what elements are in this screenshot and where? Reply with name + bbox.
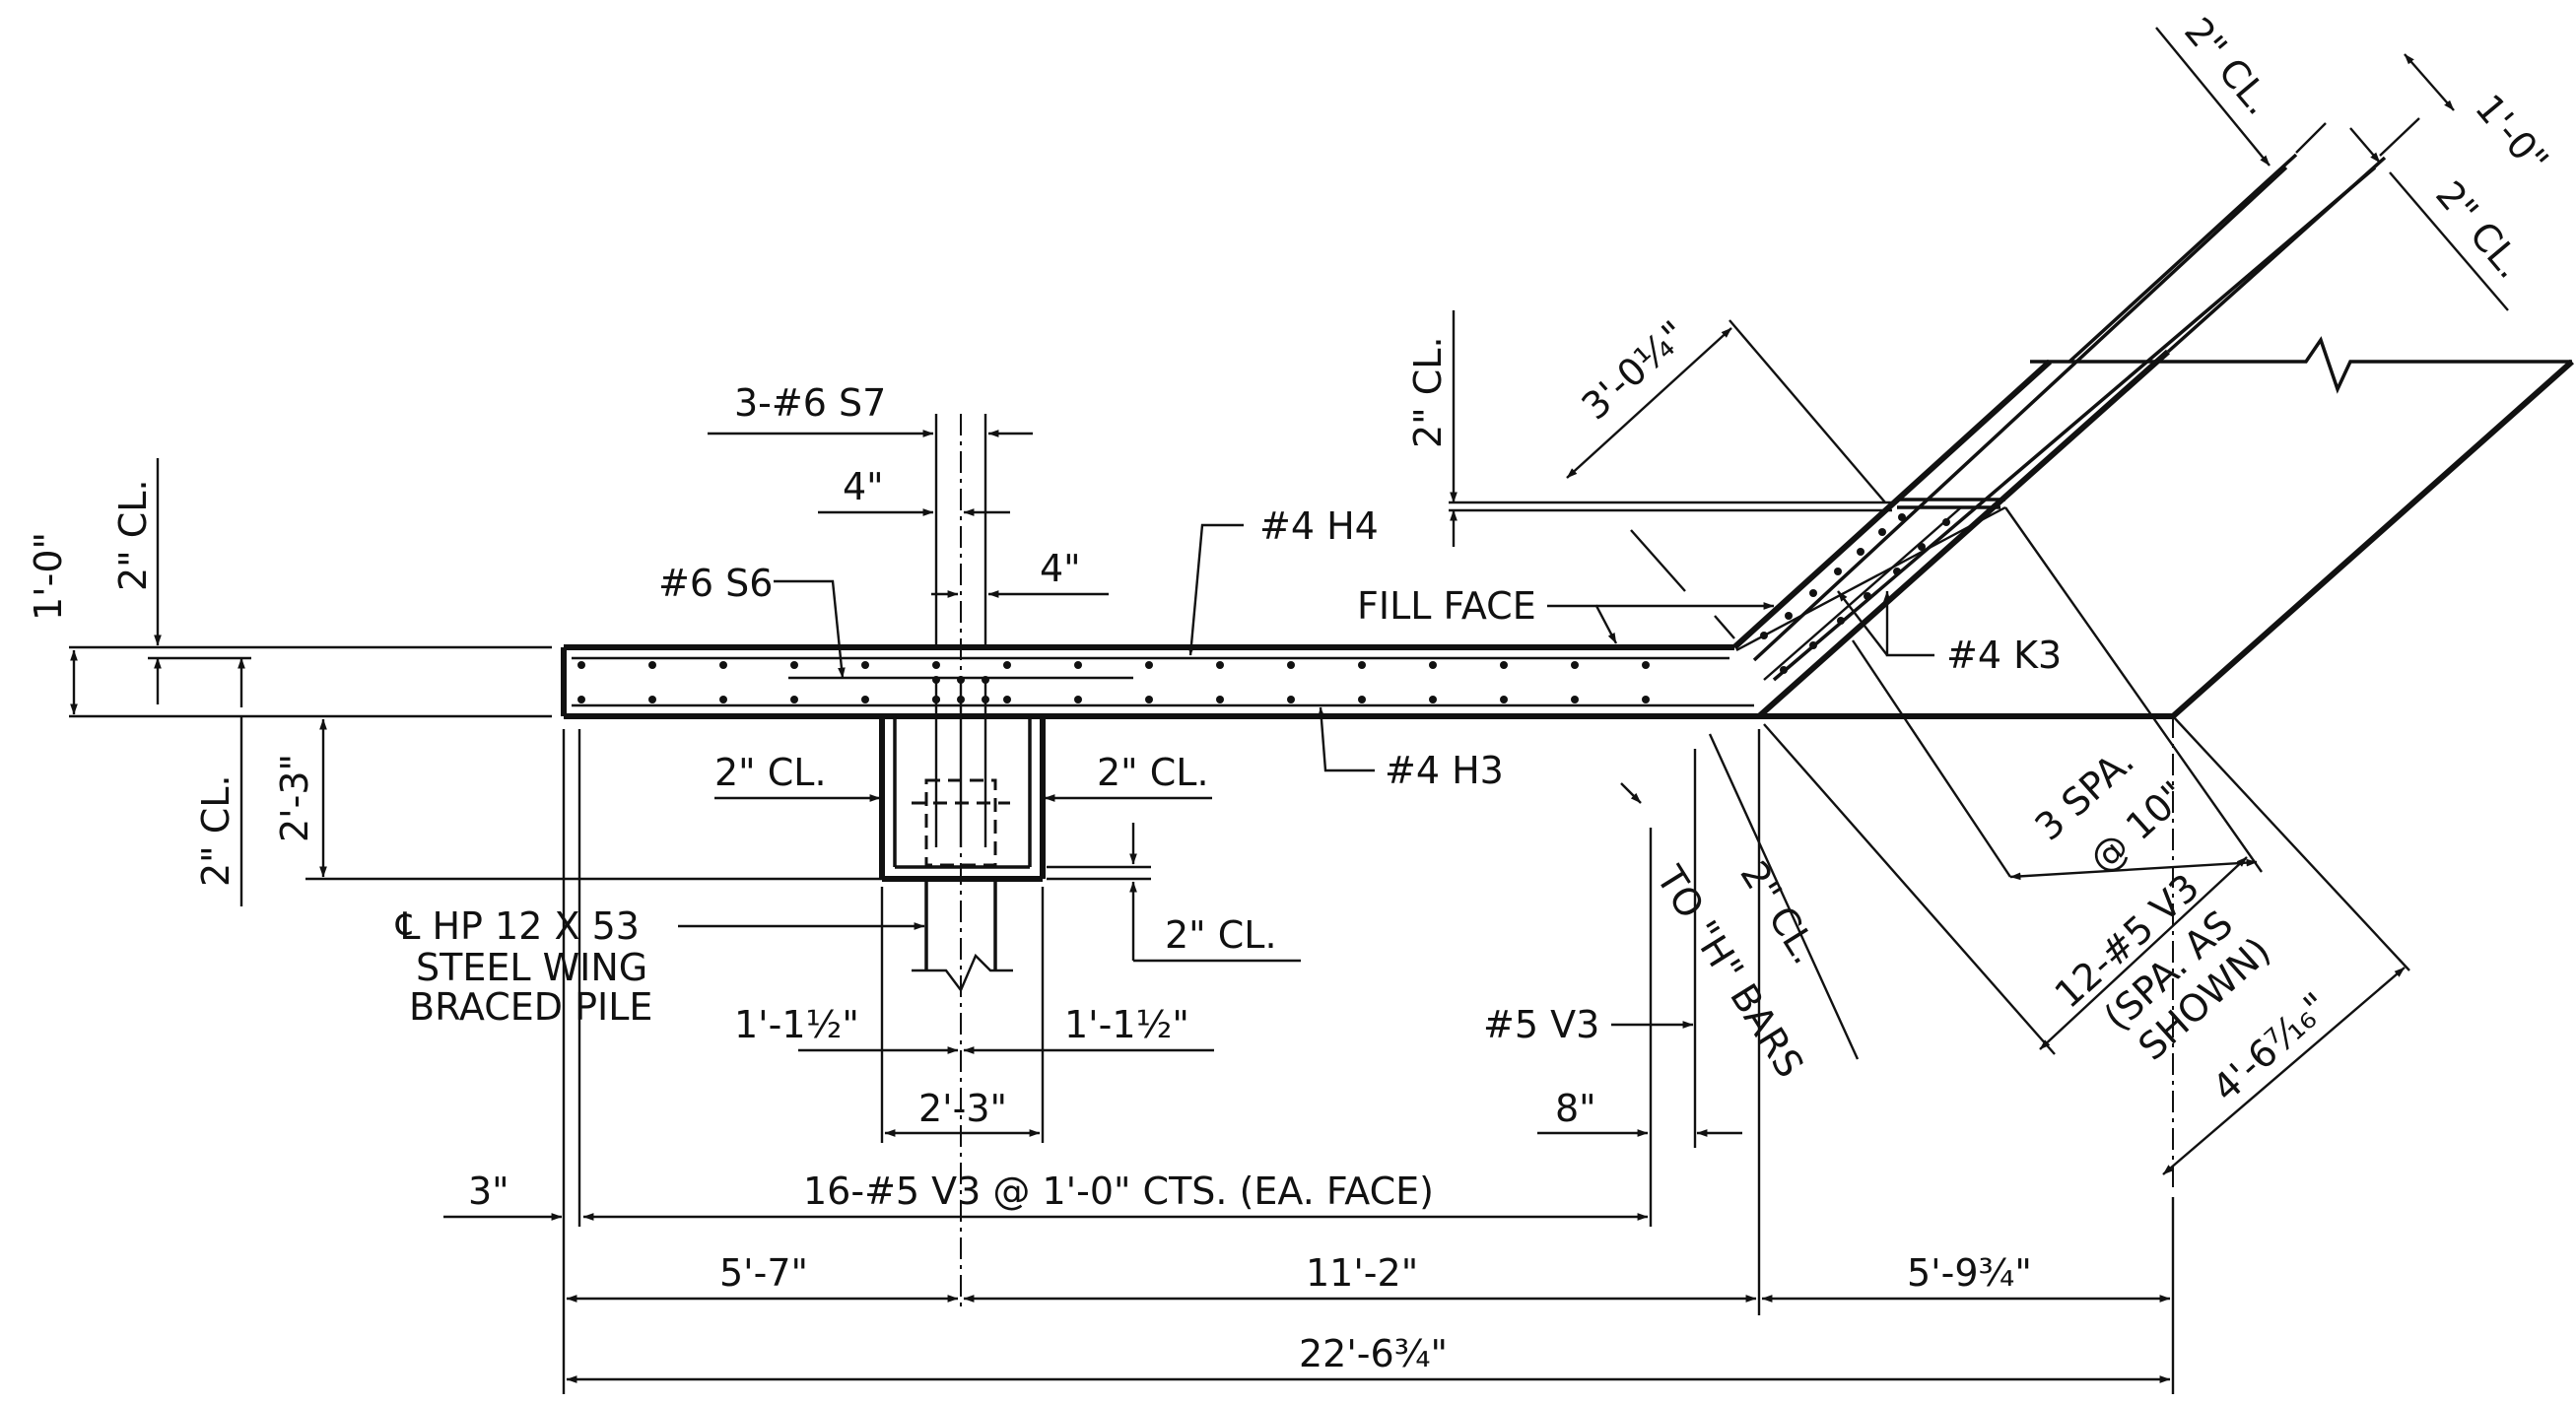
rebar-dot [932, 661, 940, 669]
rebar-dot [1358, 661, 1366, 669]
pile-label-line3: BRACED PILE [409, 985, 652, 1029]
rebar-dot [719, 696, 727, 703]
rebar-dot [1878, 528, 1886, 536]
bar-label-6-s6: #6 S6 [658, 562, 773, 605]
rebar-dot [982, 696, 989, 703]
rebar-dot [1809, 589, 1817, 597]
dim-2-3-horizontal: 2'-3" [918, 1087, 1007, 1130]
rebar-dot [1074, 696, 1082, 703]
dim-1-0-left: 1'-0" [27, 532, 70, 621]
rebar-dot [1642, 696, 1650, 703]
rebar-dot [1864, 592, 1871, 600]
rebar-dot [1785, 612, 1793, 620]
dim-11-2: 11'-2" [1306, 1251, 1418, 1295]
rebar-dot [577, 661, 585, 669]
dim-3: 3" [468, 1170, 509, 1213]
fill-face-label: FILL FACE [1357, 584, 1536, 628]
rebar-dot [1809, 641, 1817, 649]
cl-2-upper-right-vertical: 2" CL. [1406, 336, 1450, 448]
rebar-dot [1358, 696, 1366, 703]
rebar-dot [1500, 696, 1508, 703]
dim-22-6-3-4: 22'-6¾" [1299, 1332, 1448, 1375]
rebar-dot [932, 696, 940, 703]
labels: 3-#6 S7 4" 4" #6 S6 #4 H4 FILL FACE #4 K… [27, 10, 2557, 1375]
v3-16-spacing: 16-#5 V3 @ 1'-0" CTS. (EA. FACE) [803, 1170, 1434, 1213]
rebar-dot [577, 696, 585, 703]
cl-2-pile-bottom: 2" CL. [1165, 913, 1277, 957]
rebar-dot [1145, 661, 1153, 669]
rebar-dot [648, 661, 656, 669]
rebar-dot [1942, 518, 1950, 526]
rebar-dot [1003, 661, 1011, 669]
rebar-dot [1287, 661, 1295, 669]
pile-label-line1: ℄ HP 12 X 53 [395, 904, 640, 948]
rebar-dot [1429, 661, 1437, 669]
dim-2-3-vertical: 2'-3" [273, 754, 316, 842]
rebar-dot [861, 661, 869, 669]
rebar-dot [1074, 661, 1082, 669]
rebar-dot [648, 696, 656, 703]
dim-5-9-3-4: 5'-9¾" [1907, 1251, 2032, 1295]
dim-3-0-1-4: 3'-0¼" [1574, 312, 1696, 429]
cl-2-pile-left: 2" CL. [714, 751, 827, 794]
bar-label-4-k3: #4 K3 [1946, 634, 2062, 677]
rebar-dot [1003, 696, 1011, 703]
cl-2-left-low: 2" CL. [194, 774, 237, 887]
rebar-dot [1145, 696, 1153, 703]
rebar-dot [790, 696, 798, 703]
dim-5-7: 5'-7" [719, 1251, 808, 1295]
rebar-dots [577, 513, 1950, 703]
rebar-dot [1429, 696, 1437, 703]
rebar-dot [1780, 666, 1788, 674]
rebar-dot [1834, 568, 1842, 575]
dim-1-1-half-right: 1'-1½" [1064, 1003, 1189, 1046]
rebar-dot [957, 696, 965, 703]
rebar-dot [1216, 661, 1224, 669]
rebar-dot [790, 661, 798, 669]
rebar-dot [1898, 513, 1906, 521]
rebar-dot [1893, 568, 1901, 575]
rebar-dot [982, 676, 989, 684]
bar-label-4-h4: #4 H4 [1259, 504, 1379, 548]
dim-4-a: 4" [843, 465, 884, 508]
rebar-dot [1500, 661, 1508, 669]
cl-2-left-top: 2" CL. [111, 479, 155, 591]
cl-2-top-right-b: 2" CL. [2427, 173, 2533, 287]
cl-2-pile-right: 2" CL. [1097, 751, 1209, 794]
rebar-dot [861, 696, 869, 703]
rebar-dot [1857, 548, 1864, 556]
rebar-dot [1571, 696, 1579, 703]
cl-2-diagonal: 2" CL. [1731, 853, 1827, 971]
rebar-dot [1918, 543, 1926, 551]
bar-label-4-h3: #4 H3 [1385, 749, 1504, 792]
dim-1-0-right: 1'-0" [2467, 87, 2557, 182]
rebar-dot [1837, 617, 1845, 625]
dim-8: 8" [1555, 1087, 1596, 1130]
rebar-dot [1571, 661, 1579, 669]
cap-outline [561, 153, 2574, 882]
dimension-lines [69, 27, 2509, 1394]
rebar-dot [719, 661, 727, 669]
rebar-dot [1287, 696, 1295, 703]
pile-label-line2: STEEL WING [416, 946, 647, 989]
rebar-dot [1642, 661, 1650, 669]
dim-4-b: 4" [1040, 547, 1081, 590]
cl-2-top-right-a: 2" CL. [2176, 10, 2281, 123]
dim-1-1-half-left: 1'-1½" [734, 1003, 859, 1046]
rebar-dot [932, 676, 940, 684]
bar-label-3-6-s7: 3-#6 S7 [734, 381, 886, 425]
rebar-dot [1216, 696, 1224, 703]
rebar-dot [1760, 632, 1768, 639]
bar-label-5-v3: #5 V3 [1483, 1003, 1599, 1046]
